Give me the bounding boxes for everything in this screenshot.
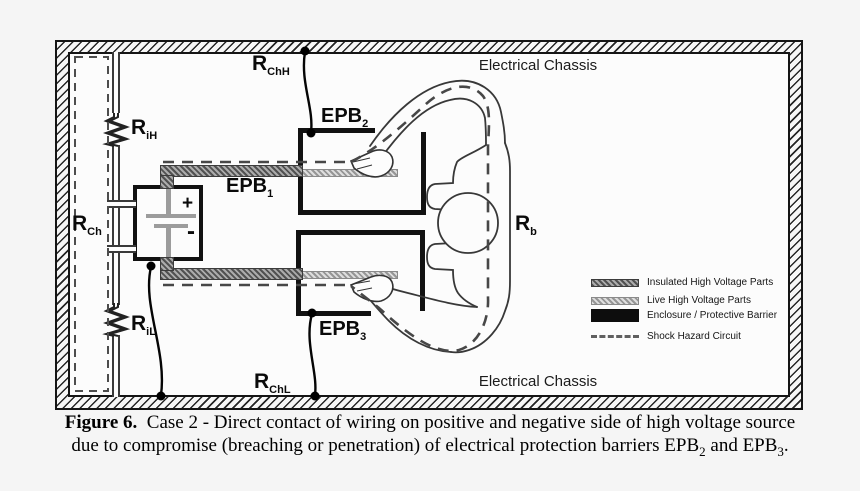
label-ril: RiL [131,312,156,338]
hv-rail-mid [112,145,120,305]
legend-live-swatch [591,296,639,305]
live-wire-top [296,169,398,177]
legend-row-shock: Shock Hazard Circuit [591,331,741,342]
figure-caption: Figure 6. Case 2 - Direct contact of wir… [0,411,860,463]
battery-negative-stub [107,245,136,253]
live-wire-bottom [296,271,398,279]
legend-live-label: Live High Voltage Parts [647,295,751,306]
epb3-wall-bottom [296,311,371,316]
battery-plate-long [146,214,196,218]
insulated-bus-bottom [160,268,303,280]
label-rchl: RChL [254,370,291,396]
label-rb: Rb [515,212,537,238]
legend-row-enclosure: Enclosure / Protective Barrier [591,309,777,322]
epb3-wall-top [296,230,425,235]
legend-insulated-label: Insulated High Voltage Parts [647,277,774,288]
battery-plate-short [154,224,188,228]
label-epb3: EPB3 [319,318,367,343]
hv-rail-top [112,52,120,113]
epb2-wall-top [298,128,375,133]
legend-row-live: Live High Voltage Parts [591,295,751,306]
insulated-leg-bottom [160,257,174,271]
figure-caption-line1: Case 2 - Direct contact of wiring on pos… [146,412,796,433]
chassis-label-top: Electrical Chassis [478,57,598,74]
label-rih: RiH [131,116,158,142]
epb2-wall-bottom [298,210,426,215]
insulated-bus-top [160,165,303,177]
battery-plus-label: + [182,193,194,214]
legend-insulated-swatch [591,278,639,287]
label-epb1: EPB1 [226,175,274,200]
label-epb2: EPB2 [321,105,369,130]
hv-rail-bottom [112,335,120,397]
legend-row-insulated: Insulated High Voltage Parts [591,277,773,288]
epb2-wall-right [421,132,426,215]
label-rch: RCh [72,212,102,238]
insulated-leg-top [160,175,174,189]
battery-stem-top [166,176,171,216]
legend-enclosure-label: Enclosure / Protective Barrier [647,310,778,321]
legend-shock-label: Shock Hazard Circuit [647,331,741,342]
label-rchh: RChH [252,52,290,78]
chassis-label-bottom: Electrical Chassis [478,373,598,390]
legend-enclosure-swatch [591,309,639,322]
battery-stem-bottom [166,228,171,269]
epb3-wall-right [420,231,425,311]
figure-caption-number: Figure 6. [64,412,138,433]
battery-minus-label: - [187,218,195,245]
legend-shock-swatch [591,335,639,338]
battery-positive-stub [107,200,136,208]
figure-caption-line2: due to compromise (breaching or penetrat… [71,435,789,459]
